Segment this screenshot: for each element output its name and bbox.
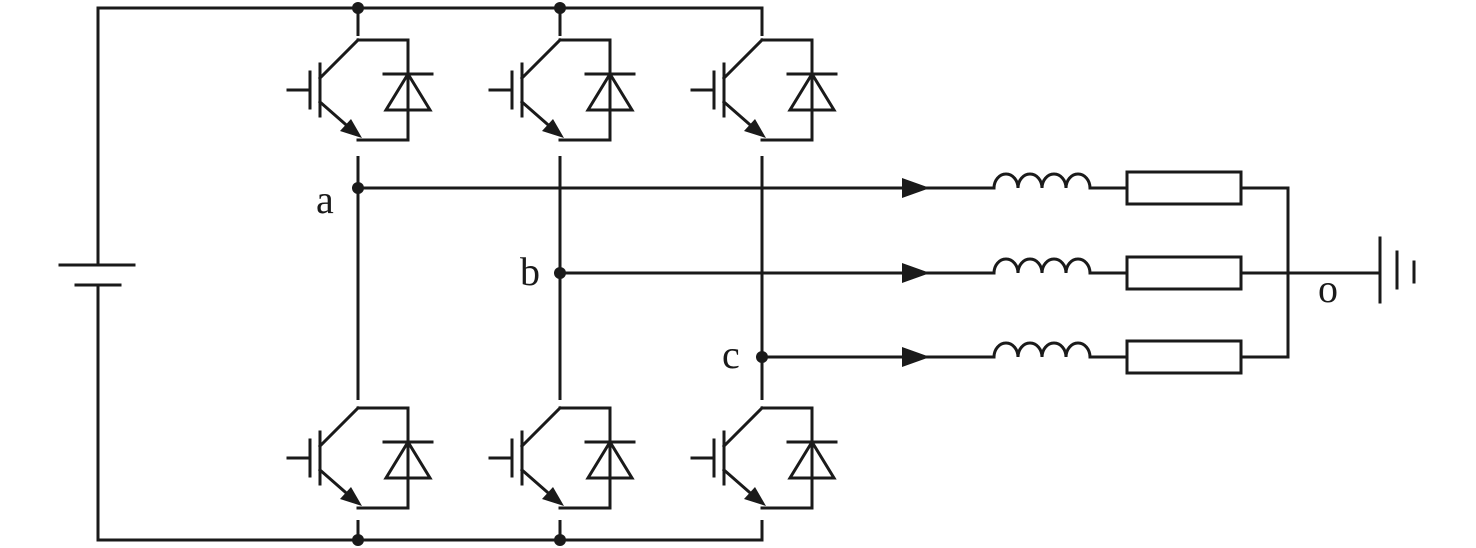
ground-icon [1378, 236, 1416, 304]
current-arrow-icons [902, 178, 930, 367]
node-label-c: c [722, 332, 740, 377]
resistor-icon [1125, 170, 1243, 206]
inductor-icon [980, 341, 1092, 359]
node-label-b: b [520, 249, 540, 294]
node-label-a: a [316, 177, 334, 222]
resistor-icon [1125, 339, 1243, 375]
inductor-icon [980, 172, 1092, 190]
inductor-icon [980, 257, 1092, 275]
battery-icon [58, 263, 136, 287]
resistor-icon [1125, 255, 1243, 291]
junction-dots [352, 2, 768, 546]
node-label-o: o [1318, 266, 1338, 311]
